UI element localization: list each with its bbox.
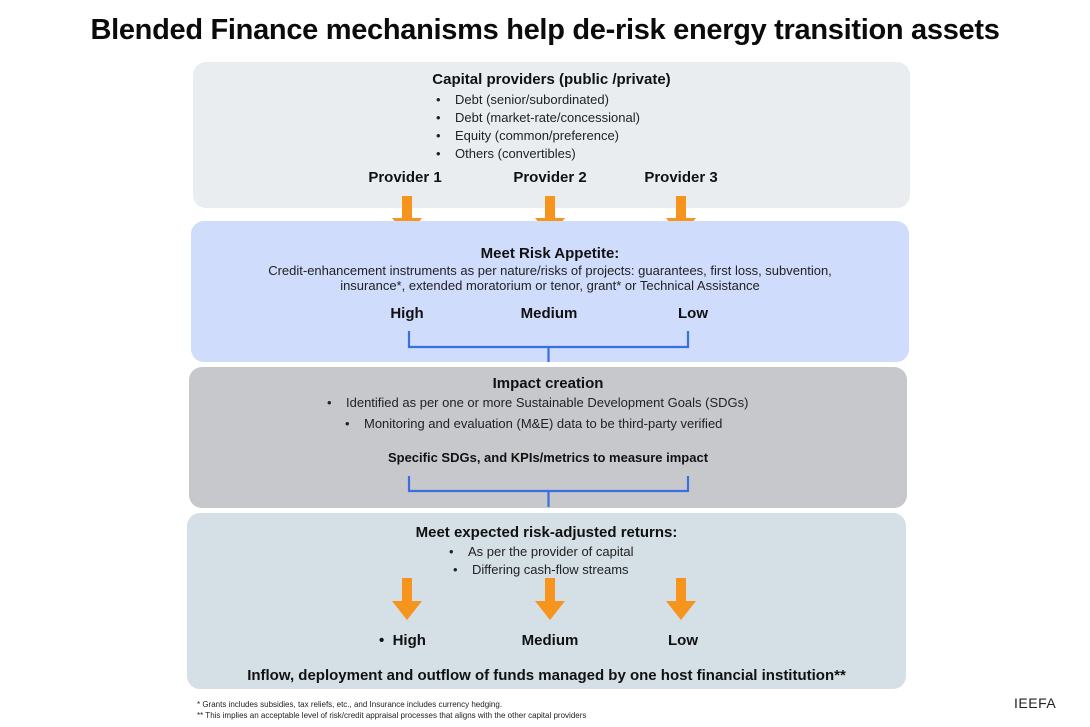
footnote-2: ** This implies an acceptable level of r… [197, 711, 587, 720]
returns-list: As per the provider of capital [446, 543, 633, 561]
impact-creation-panel [189, 367, 907, 508]
returns-heading: Meet expected risk-adjusted returns: [415, 524, 678, 541]
risk-appetite-heading: Meet Risk Appetite: [480, 245, 620, 262]
capital-providers-list: Debt (senior/subordinated) Debt (market-… [433, 91, 640, 163]
risk-level-high: High [390, 305, 424, 322]
provider-1-label: Provider 1 [368, 169, 442, 186]
footnote-1: * Grants includes subsidies, tax reliefs… [197, 700, 503, 709]
list-item: Equity (common/preference) [433, 127, 640, 145]
returns-list-2: Differing cash-flow streams [450, 561, 629, 579]
risk-appetite-text-line2: insurance*, extended moratorium or tenor… [340, 278, 760, 293]
impact-subheading: Specific SDGs, and KPIs/metrics to measu… [387, 450, 709, 465]
down-arrow-icon [392, 578, 422, 620]
risk-level-medium: Medium [520, 305, 578, 322]
returns-level-high: • High [379, 632, 426, 649]
down-arrow-icon [535, 578, 565, 620]
returns-level-low: Low [668, 632, 698, 649]
list-item: Differing cash-flow streams [450, 561, 629, 579]
page-title: Blended Finance mechanisms help de-risk … [90, 14, 1000, 46]
impact-bullets-1: Identified as per one or more Sustainabl… [324, 394, 748, 412]
impact-creation-heading: Impact creation [492, 375, 604, 392]
impact-bullets-2: Monitoring and evaluation (M&E) data to … [342, 415, 722, 433]
list-item: Others (convertibles) [433, 145, 640, 163]
list-item: Debt (senior/subordinated) [433, 91, 640, 109]
bullet-icon: • [379, 632, 393, 649]
list-item: Debt (market-rate/concessional) [433, 109, 640, 127]
list-item: As per the provider of capital [446, 543, 633, 561]
risk-appetite-text-line1: Credit-enhancement instruments as per na… [268, 263, 832, 278]
provider-2-label: Provider 2 [513, 169, 587, 186]
risk-appetite-panel [191, 221, 909, 362]
capital-providers-heading: Capital providers (public /private) [432, 71, 671, 88]
list-item: Monitoring and evaluation (M&E) data to … [342, 415, 722, 433]
risk-bracket [407, 331, 690, 362]
returns-level-medium: Medium [521, 632, 579, 649]
down-arrow-icon [666, 578, 696, 620]
brand-label: IEEFA [1014, 695, 1057, 711]
impact-bracket [407, 476, 690, 507]
returns-footer: Inflow, deployment and outflow of funds … [247, 667, 846, 684]
provider-3-label: Provider 3 [644, 169, 718, 186]
risk-level-low: Low [678, 305, 708, 322]
list-item: Identified as per one or more Sustainabl… [324, 394, 748, 412]
